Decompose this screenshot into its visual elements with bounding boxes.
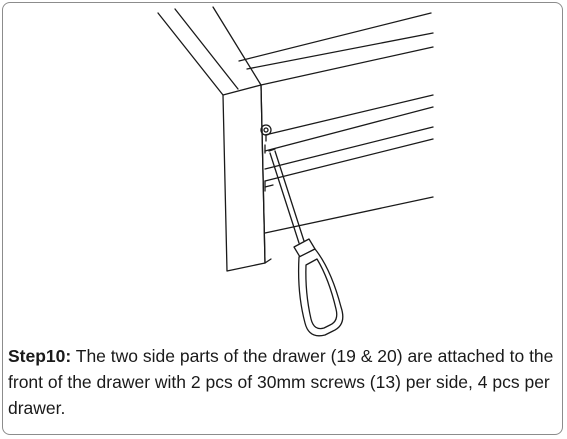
- drawer-side-part: [238, 12, 434, 234]
- drawer-assembly-illustration: [157, 6, 434, 337]
- instruction-panel: Step10: The two side parts of the drawer…: [2, 2, 563, 435]
- step-caption: Step10: The two side parts of the drawer…: [8, 343, 556, 421]
- step-description: The two side parts of the drawer (19 & 2…: [8, 346, 554, 418]
- step-label: Step10:: [8, 346, 72, 366]
- screw-icon: [260, 124, 272, 142]
- drawer-front-board: [157, 6, 272, 272]
- screwdriver-icon: [268, 148, 344, 337]
